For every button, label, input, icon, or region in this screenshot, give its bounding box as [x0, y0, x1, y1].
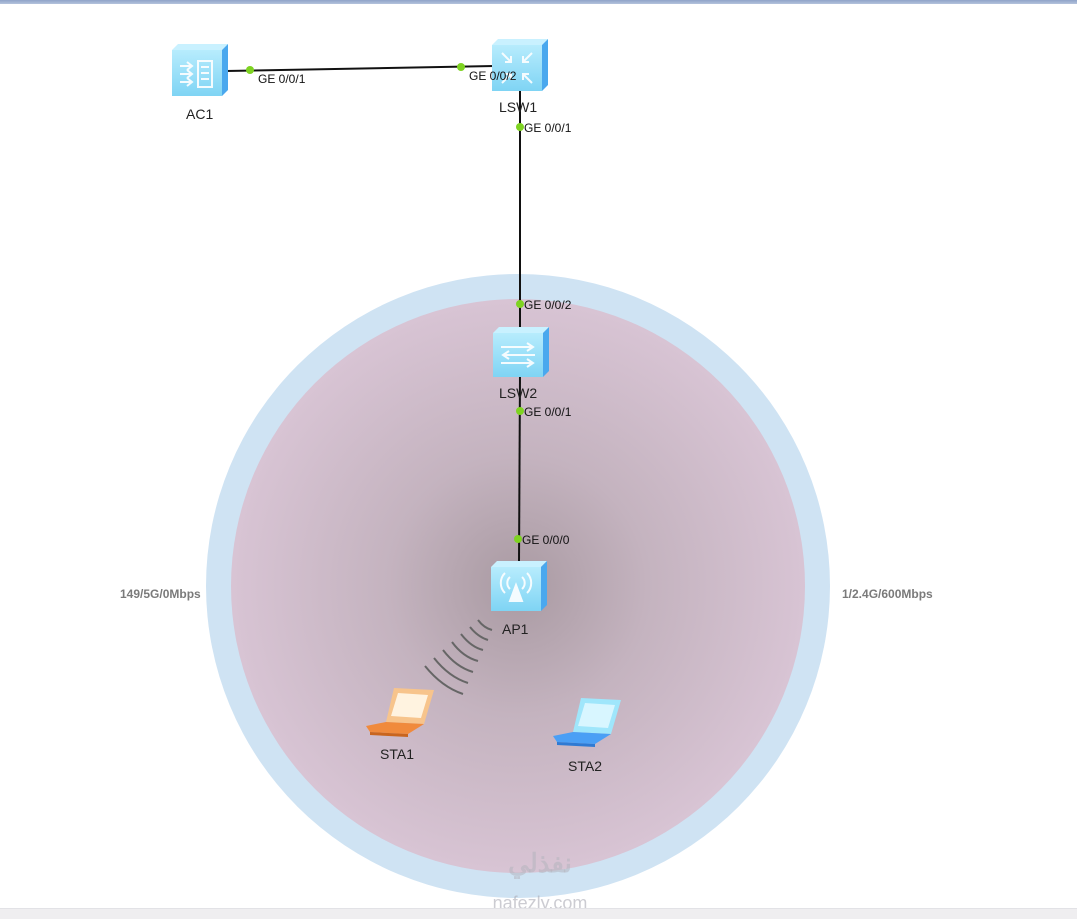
port-dot-lsw2-down: [516, 407, 524, 415]
laptop-icon[interactable]: [366, 688, 434, 737]
port-label-lsw1-to-lsw2: GE 0/0/1: [524, 121, 572, 135]
radio-label-5g: 149/5G/0Mbps: [120, 587, 201, 601]
device-label-sta1: STA1: [380, 746, 414, 762]
port-label-lsw1-to-ac1: GE 0/0/2: [469, 69, 517, 83]
device-label-ac1: AC1: [186, 106, 214, 122]
device-label-lsw1: LSW1: [499, 99, 538, 115]
watermark-arabic: نفذلي: [508, 848, 572, 878]
device-label-lsw2: LSW2: [499, 385, 538, 401]
port-label-lsw2-to-ap1: GE 0/0/1: [524, 405, 572, 419]
port-dot-lsw1-left: [457, 63, 465, 71]
access-point-icon[interactable]: [491, 561, 547, 611]
laptop-icon[interactable]: [553, 698, 621, 747]
window-top-border: [0, 0, 1077, 4]
port-label-lsw2-to-lsw1: GE 0/0/2: [524, 298, 572, 312]
access-controller-icon[interactable]: [172, 44, 228, 96]
port-dot-lsw2-up: [516, 300, 524, 308]
wireless-signal-icon: [424, 619, 493, 695]
device-label-ap1: AP1: [502, 621, 529, 637]
radio-label-2g: 1/2.4G/600Mbps: [842, 587, 933, 601]
link-ac1-lsw1[interactable]: [225, 65, 495, 72]
port-label-ac1: GE 0/0/1: [258, 72, 306, 86]
port-dot-lsw1-down: [516, 123, 524, 131]
port-dot-ac1: [246, 66, 254, 74]
link-lsw2-ap1[interactable]: [518, 374, 521, 563]
horizontal-scrollbar[interactable]: [0, 908, 1077, 919]
port-label-ap1: GE 0/0/0: [522, 533, 570, 547]
port-dot-ap1: [514, 535, 522, 543]
device-label-sta2: STA2: [568, 758, 602, 774]
core-switch-icon[interactable]: [492, 39, 548, 91]
switch-icon[interactable]: [493, 327, 549, 377]
